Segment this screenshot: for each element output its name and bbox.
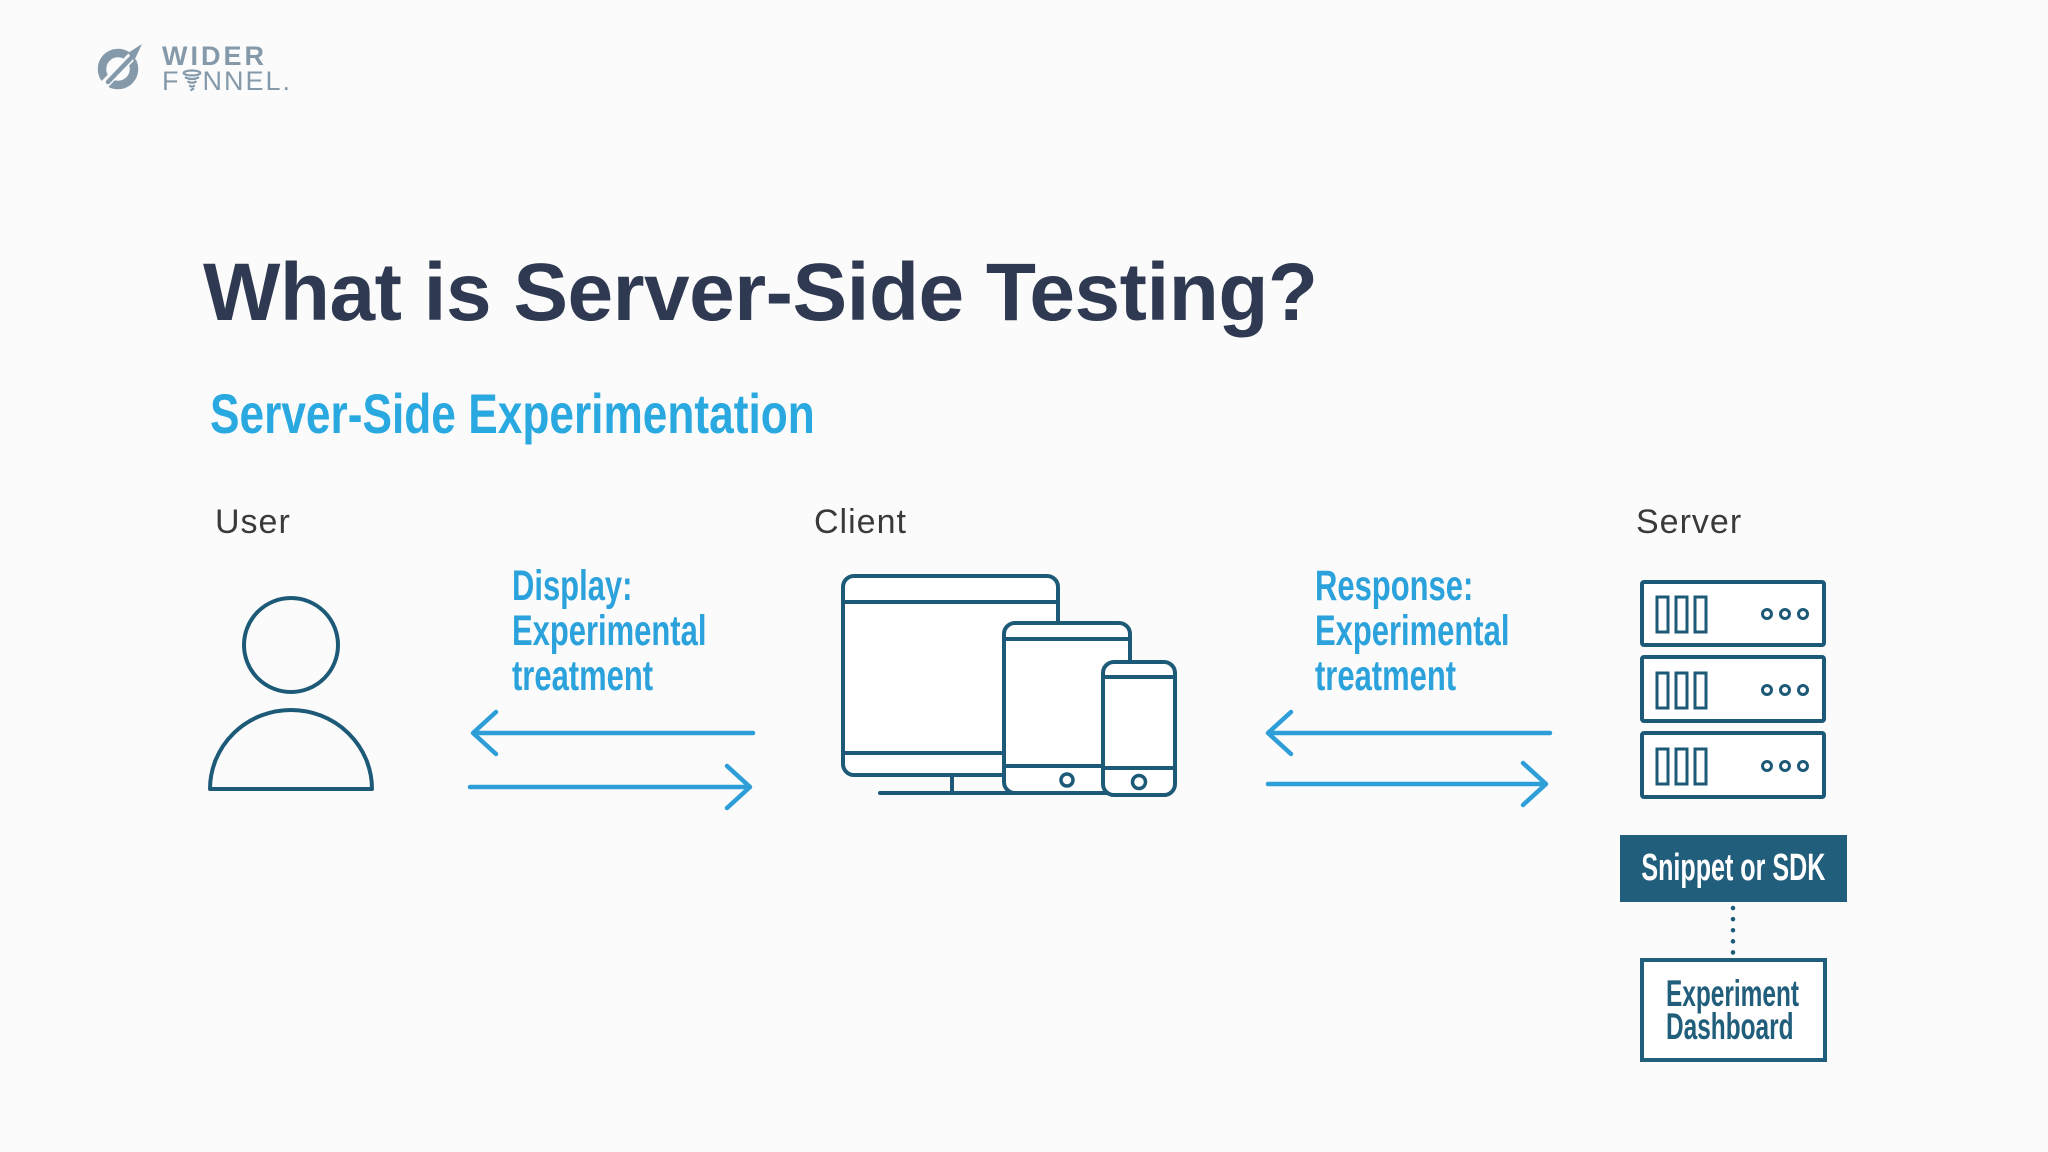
- diagram-title: Server-Side Experimentation: [210, 382, 815, 445]
- response-arrow-left-icon: [1265, 709, 1553, 757]
- widerfunnel-logo: WIDER F NNEL.: [96, 40, 293, 96]
- person-icon: [208, 596, 374, 791]
- flow-label-display: Display: Experimental treatment: [512, 564, 782, 699]
- node-label-client: Client: [814, 503, 907, 541]
- flow-label-line: treatment: [512, 652, 654, 700]
- logo-text-funnel: F NNEL.: [162, 66, 293, 96]
- server-rack-icon: [1640, 655, 1826, 723]
- node-label-user: User: [215, 503, 291, 541]
- display-arrow-left-icon: [470, 709, 756, 757]
- snippet-sdk-label: Snippet or SDK: [1641, 847, 1826, 889]
- response-arrow-right-icon: [1265, 760, 1549, 808]
- server-racks-icon: [1640, 580, 1826, 799]
- logo-text-wider: WIDER: [162, 41, 267, 71]
- devices-icon: [841, 574, 1177, 797]
- experiment-dashboard-box: Experiment Dashboard: [1640, 958, 1827, 1062]
- page-title: What is Server-Side Testing?: [203, 247, 1318, 338]
- logo-text-f: F: [162, 66, 181, 96]
- flow-label-line: Response:: [1315, 562, 1474, 610]
- funnel-icon: [182, 69, 201, 92]
- logo-wordmark: WIDER F NNEL.: [162, 40, 293, 96]
- snippet-sdk-box: Snippet or SDK: [1620, 835, 1847, 902]
- flow-label-line: Experimental: [512, 607, 707, 655]
- flow-label-line: Experimental: [1315, 607, 1510, 655]
- logo-text-nnel: NNEL.: [202, 66, 293, 96]
- dashboard-label-line: Dashboard: [1666, 1006, 1794, 1047]
- server-rack-icon: [1640, 731, 1826, 799]
- phone-icon: [1101, 660, 1177, 797]
- flow-label-line: treatment: [1315, 652, 1457, 700]
- display-arrow-right-icon: [467, 763, 753, 811]
- flow-label-line: Display:: [512, 562, 633, 610]
- node-label-server: Server: [1636, 503, 1743, 541]
- tablet-icon: [1002, 621, 1132, 795]
- server-rack-icon: [1640, 580, 1826, 647]
- compass-needle-ring-icon: [97, 44, 144, 91]
- flow-label-response: Response: Experimental treatment: [1315, 564, 1585, 699]
